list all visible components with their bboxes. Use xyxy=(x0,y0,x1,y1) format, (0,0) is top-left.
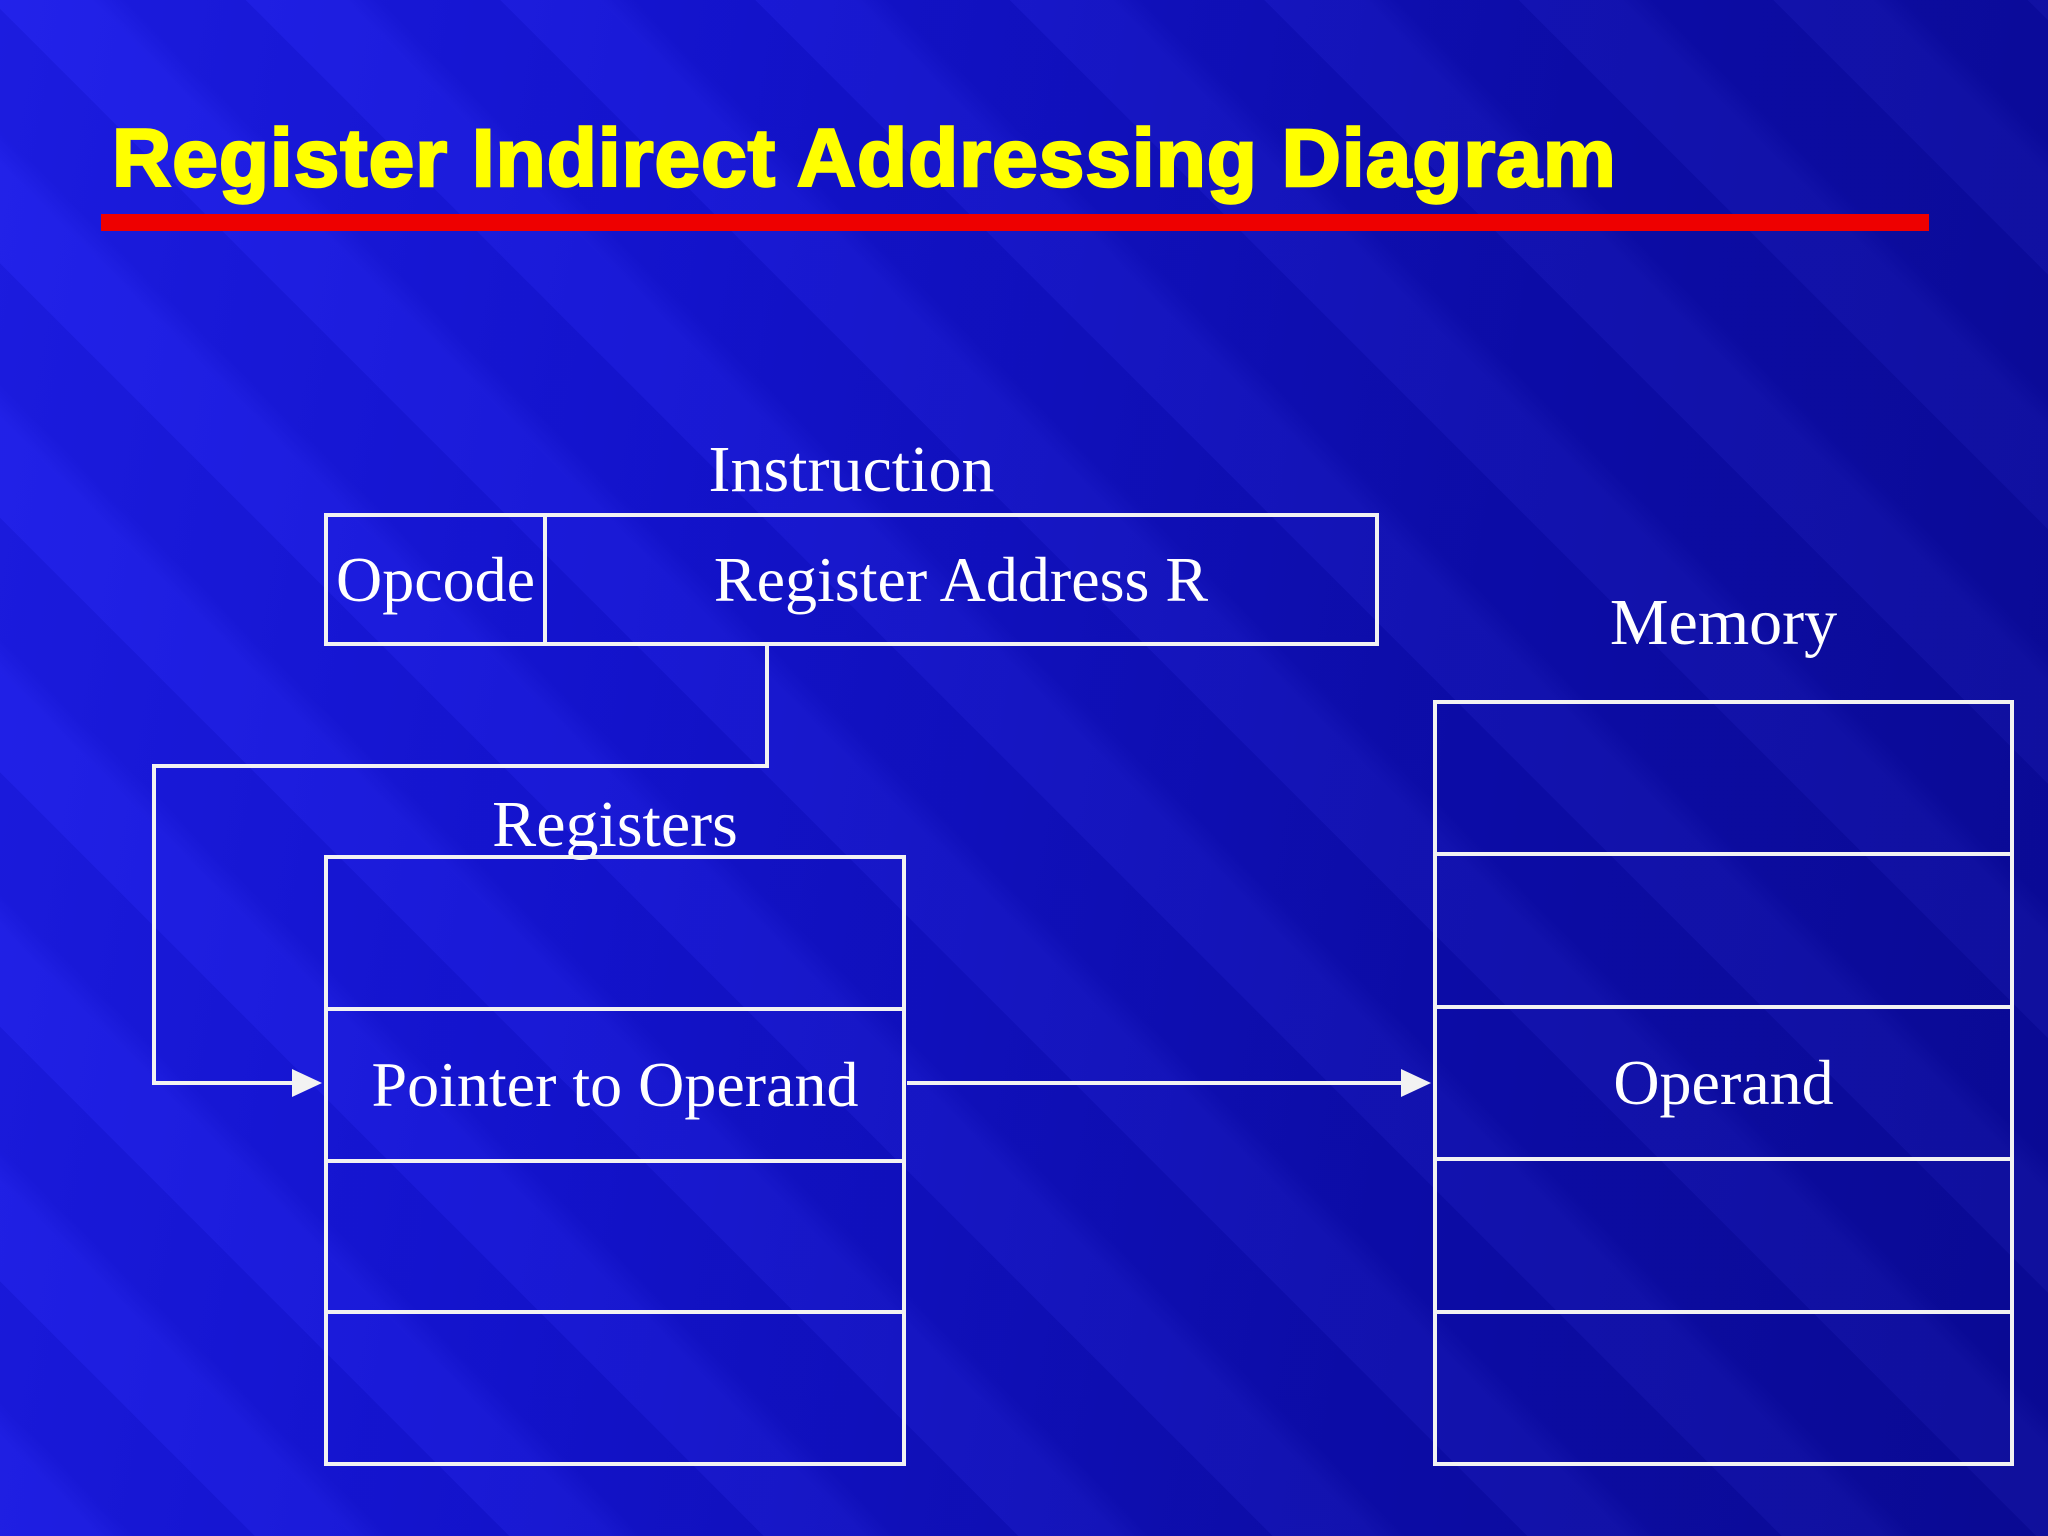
memory-row xyxy=(1437,1309,2010,1462)
memory-row xyxy=(1437,1157,2010,1309)
slide-title: Register Indirect Addressing Diagram xyxy=(111,113,1617,204)
registers-label: Registers xyxy=(492,788,738,861)
register-address-cell: Register Address R xyxy=(547,517,1375,642)
instruction-box: Opcode Register Address R xyxy=(324,513,1379,646)
register-address-label: Register Address R xyxy=(713,543,1209,615)
instruction-label: Instruction xyxy=(708,433,995,506)
memory-row xyxy=(1437,704,2010,852)
memory-box: Operand xyxy=(1433,700,2014,1466)
register-row-label: Pointer to Operand xyxy=(371,1048,859,1120)
register-row: Pointer to Operand xyxy=(328,1006,902,1159)
register-row xyxy=(328,859,902,1007)
register-row xyxy=(328,1310,902,1462)
arrowhead-icon xyxy=(1401,1069,1431,1097)
registers-box: Pointer to Operand xyxy=(324,855,906,1466)
arrowhead-icon xyxy=(292,1069,322,1097)
memory-row xyxy=(1437,852,2010,1004)
opcode-label: Opcode xyxy=(335,543,536,615)
memory-row: Operand xyxy=(1437,1004,2010,1157)
opcode-cell: Opcode xyxy=(328,517,547,642)
memory-row-label: Operand xyxy=(1613,1047,1834,1119)
title-underline xyxy=(101,214,1929,231)
memory-label: Memory xyxy=(1609,586,1838,659)
register-row xyxy=(328,1158,902,1311)
